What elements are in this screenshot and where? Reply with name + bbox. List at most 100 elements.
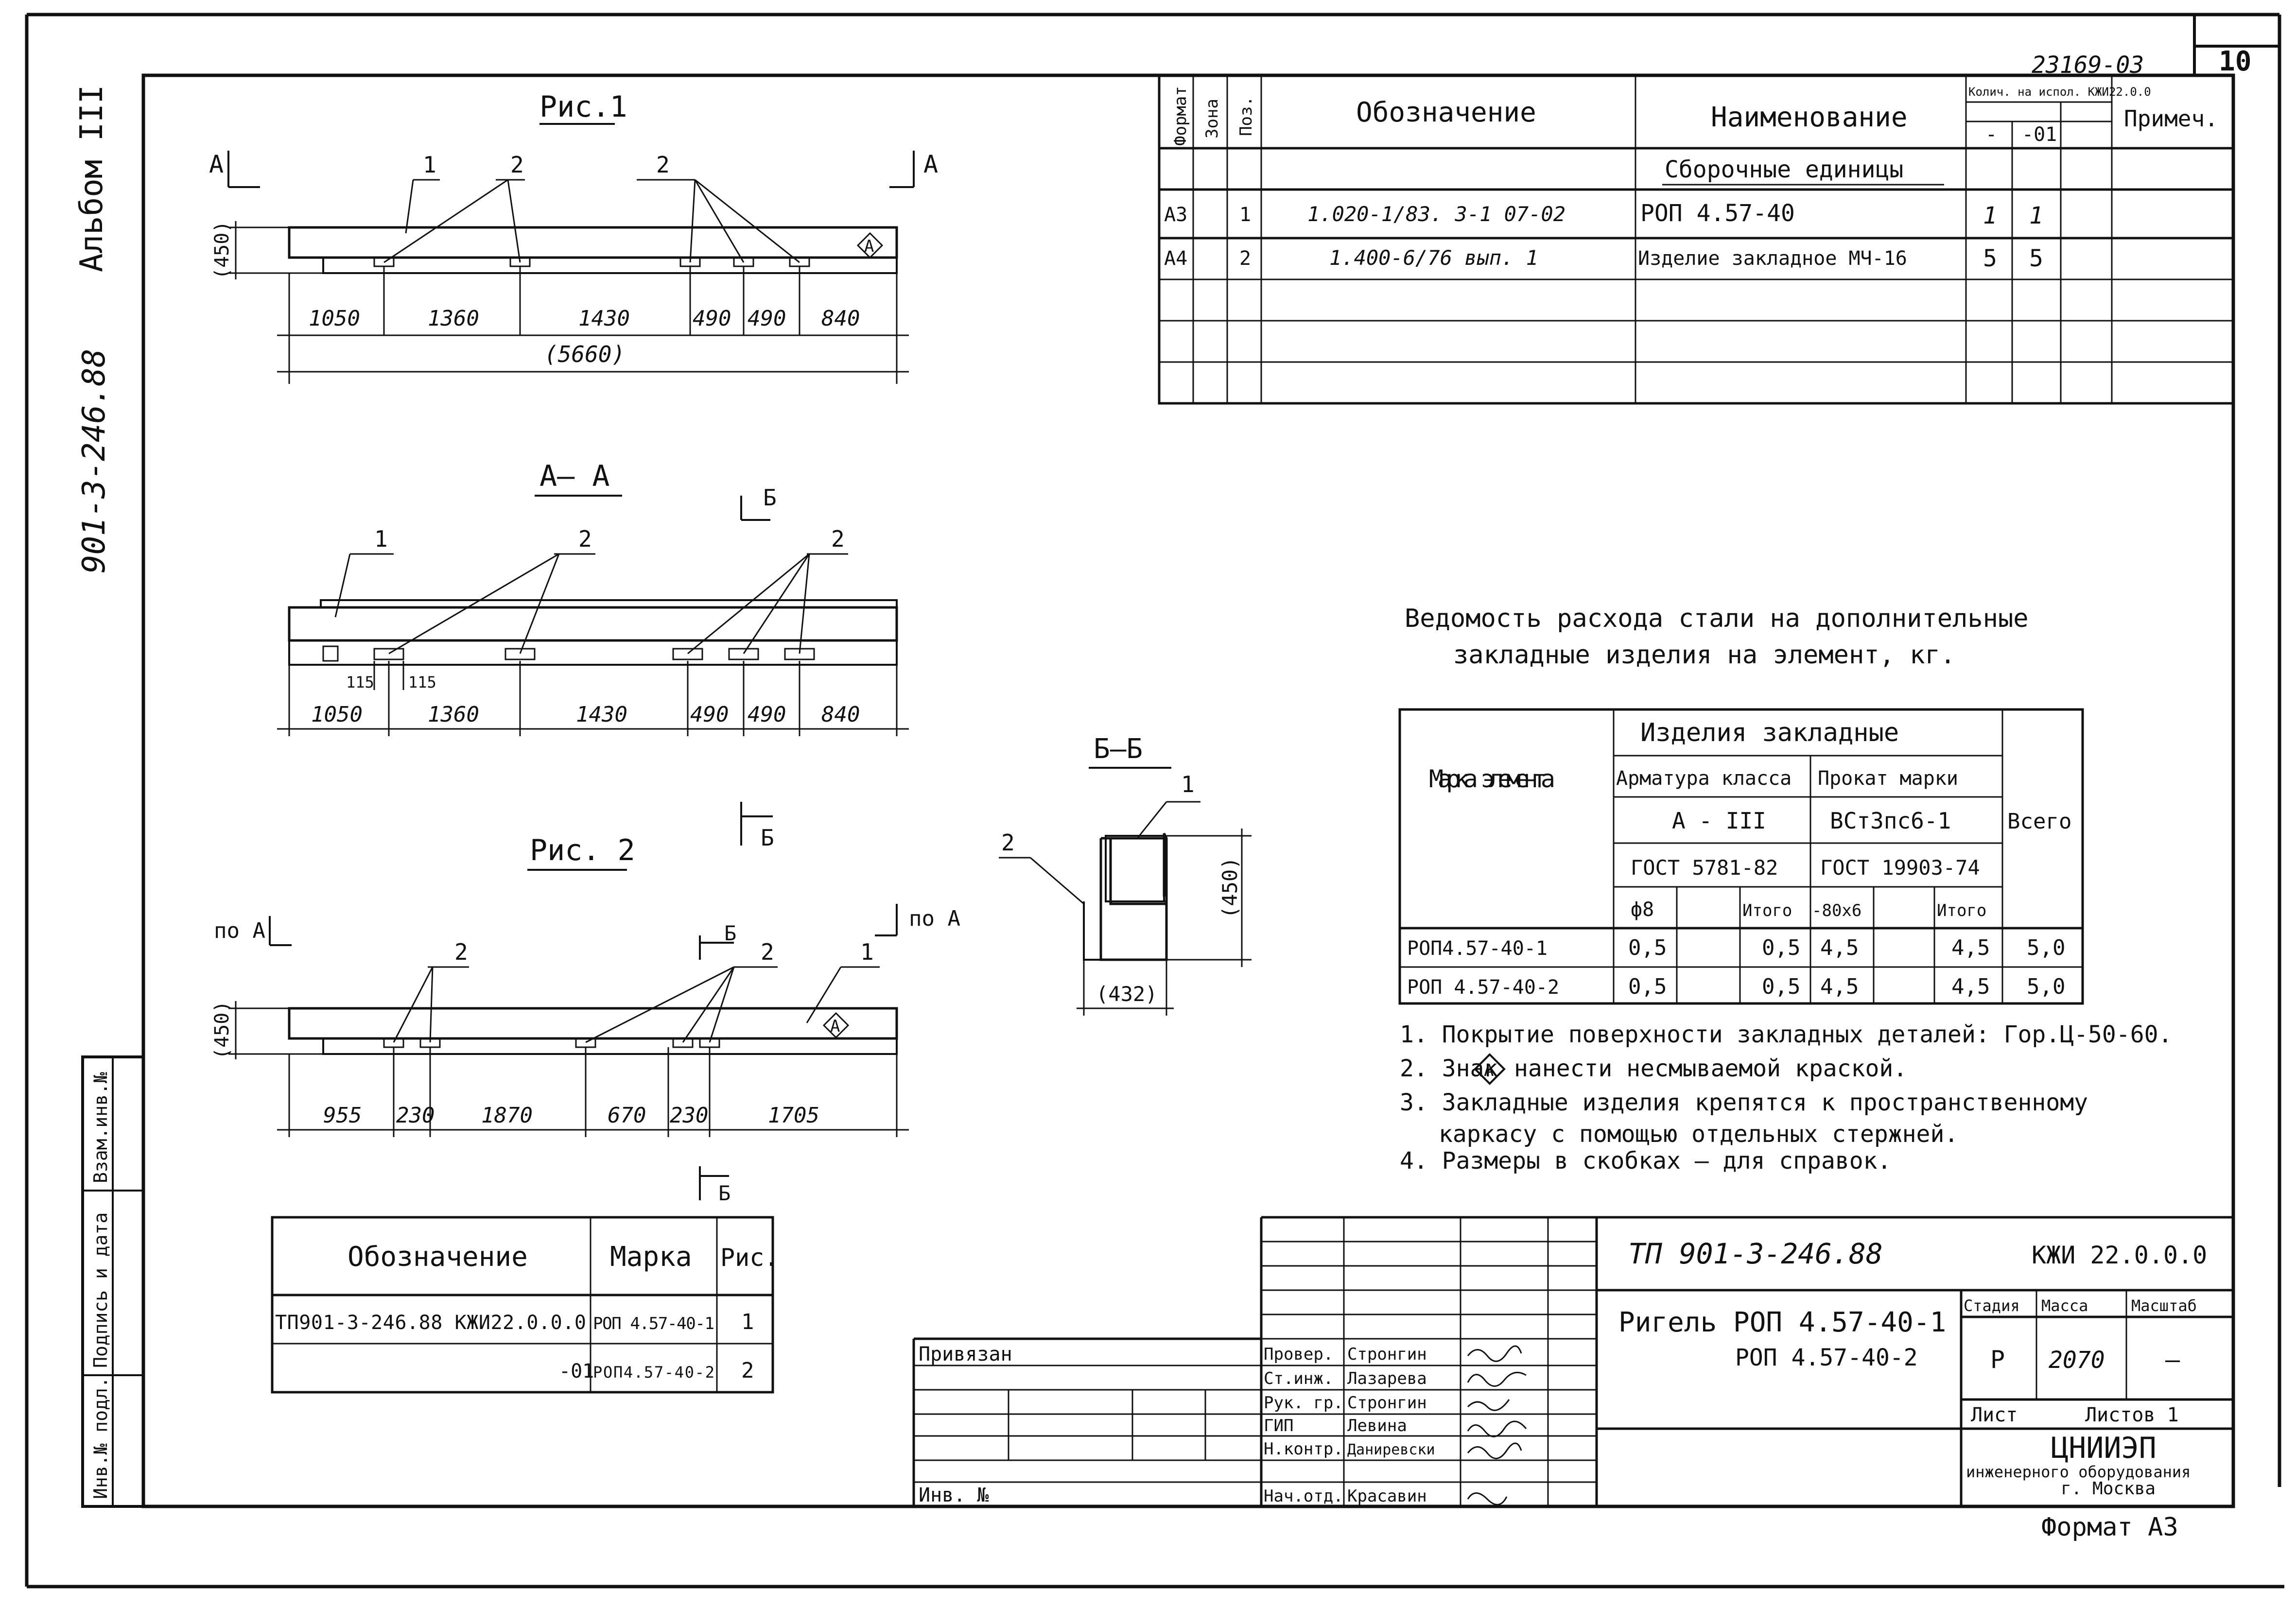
section-bb-profile [1099, 832, 1168, 961]
title-block: ТП 901-3-246.88 КЖИ 22.0.0.0 Привязан Ин… [912, 1216, 2233, 1506]
variant-row-0-mark: РОП 4.57-40-1 [593, 1314, 714, 1333]
tb-person-2: Стронгин [1347, 1393, 1427, 1413]
tb-scale-label: Масштаб [2131, 1296, 2197, 1315]
tb-role-1: Ст.инж. [1264, 1369, 1333, 1388]
strip-replace-inv: Взам.инв.№ [90, 1072, 111, 1183]
tb-name-line2: РОП 4.57-40-2 [1735, 1344, 1918, 1371]
steel-sub-d8: ф8 [1631, 899, 1654, 921]
spec-row-0-format: А3 [1164, 204, 1187, 226]
left-approval-strip: Инв.№ подл. Подпись и дата Взам.инв.№ [81, 1055, 145, 1508]
section-aa-dim-5: 840 [821, 702, 860, 727]
steel-row-0-d8: 0,5 [1628, 935, 1667, 960]
section-aa-small-dim-0: 115 [346, 673, 374, 691]
section-bb-callout-2: 2 [1001, 829, 1015, 856]
fig2-beam [288, 1007, 898, 1040]
variant-row-1-designation: -01 [559, 1360, 594, 1382]
spec-row-0-name: РОП 4.57-40 [1640, 200, 1795, 227]
spec-header-qty-col1: - [1985, 123, 1997, 146]
tb-person-3: Левина [1347, 1416, 1407, 1435]
steel-row-1-it2: 4,5 [1951, 974, 1990, 999]
steel-title-line1: Ведомость расхода стали на дополнительны… [1405, 604, 2029, 633]
fig2-embedded-plates [383, 1037, 720, 1048]
variant-header-fig: Рис. [720, 1244, 779, 1272]
steel-row-0-mark: РОП4.57-40-1 [1407, 937, 1548, 960]
section-bb-width-dim: (432) [1096, 982, 1157, 1006]
spec-row-1-designation: 1.400-6/76 вып. 1 [1329, 246, 1538, 270]
tb-signatures [1467, 1345, 1527, 1505]
steel-row-0-total: 5,0 [2027, 935, 2065, 960]
spec-row-0-designation: 1.020-1/83. 3-1 07-02 [1307, 202, 1565, 226]
fig1-dim-2: 1430 [578, 306, 630, 331]
note-2-diamond [1474, 1053, 1506, 1085]
tb-org-line1: ЦНИИЭП [2051, 1431, 2157, 1465]
fig1-total-dim: (5660) [544, 341, 625, 367]
tb-role-4: Н.контр. [1264, 1439, 1343, 1459]
note-2-start: 2. Знак [1400, 1055, 1498, 1082]
spec-row-1-pos: 2 [1239, 247, 1251, 270]
strip-inv-orig: Инв.№ подл. [90, 1377, 111, 1499]
variant-table: Обозначение Марка Рис. ТП901-3-246.88 КЖ… [271, 1216, 779, 1394]
steel-table: Ведомость расхода стали на дополнительны… [1398, 604, 2084, 1005]
fig1-section-mark-right: А [923, 150, 938, 178]
spec-section-title: Сборочные единицы [1665, 156, 1903, 183]
figure-1: Рис.1 А А А 1 2 2 (45 [209, 90, 938, 384]
sheet-frame [25, 13, 2284, 1589]
spec-header-qty-col2: -01 [2022, 123, 2057, 146]
spec-row-1-q2: 5 [2029, 245, 2043, 272]
album-label: Альбом III [74, 85, 110, 272]
fig2-po-a-left: по А [214, 918, 265, 943]
spec-header-name: Наименование [1711, 102, 1908, 133]
fig1-height-dim: (450) [211, 221, 233, 279]
fig1-dim-3: 490 [693, 306, 731, 331]
fig2-mark-a-letter: А [830, 1017, 840, 1036]
tb-inv-no: Инв. № [919, 1484, 989, 1506]
spec-row-1-format: А4 [1164, 247, 1187, 270]
tb-name-line1: Ригель РОП 4.57-40-1 [1618, 1307, 1946, 1338]
tb-project: ТП 901-3-246.88 [1628, 1237, 1883, 1270]
steel-header-rolled: Прокат марки [1818, 767, 1958, 790]
spec-header-pos: Поз. [1236, 96, 1256, 136]
fig1-section-mark-left: А [209, 150, 224, 178]
variant-header-mark: Марка [610, 1241, 692, 1273]
section-aa-dim-1: 1360 [428, 702, 479, 727]
section-aa-beam-lower [288, 639, 898, 666]
notes: 1. Покрытие поверхности закладных детале… [1400, 1021, 2172, 1175]
steel-title-line2: закладные изделия на элемент, кг. [1453, 640, 1955, 670]
fig1-beam-lower [322, 257, 898, 274]
steel-header-items: Изделия закладные [1640, 718, 1899, 747]
steel-header-rebar: Арматура класса [1616, 767, 1792, 790]
fig1-mark-a-letter: А [864, 237, 874, 256]
steel-rolled-gost: ГОСТ 19903-74 [1820, 856, 1980, 880]
tb-role-3: ГИП [1264, 1416, 1293, 1435]
section-bb-title: Б–Б [1094, 733, 1143, 765]
variant-row-0-designation: ТП901-3-246.88 КЖИ22.0.0.0 [275, 1312, 586, 1334]
variant-row-1-fig: 2 [741, 1358, 754, 1383]
fig1-callout-1: 1 [423, 152, 436, 178]
fig1-callout-2a: 2 [510, 152, 524, 178]
note-2-diamond-letter: А [1484, 1061, 1494, 1080]
fig1-title: Рис.1 [539, 90, 627, 124]
spec-header-note: Примеч. [2124, 105, 2218, 132]
fig2-dim-4: 230 [670, 1103, 708, 1128]
steel-row-1-it1: 0,5 [1762, 974, 1800, 999]
note-1: 1. Покрытие поверхности закладных детале… [1400, 1021, 2172, 1048]
fig2-po-a-right: по А [909, 906, 960, 931]
spec-table: Формат Зона Поз. Обозначение Наименовани… [1158, 74, 2235, 405]
fig2-dim-1: 230 [396, 1103, 435, 1128]
steel-row-1-d8: 0,5 [1628, 974, 1667, 999]
tb-doc-code: КЖИ 22.0.0.0 [2032, 1241, 2207, 1269]
section-aa-beam [288, 606, 898, 642]
fig2-section-mark: Б [724, 921, 736, 945]
tb-privyazan: Привязан [919, 1343, 1012, 1365]
spec-row-1-q1: 5 [1983, 245, 1997, 272]
section-a-a: А– А Б 1 2 2 [277, 459, 909, 851]
section-aa-callout-2a: 2 [578, 526, 592, 552]
section-aa-callout-2b: 2 [831, 526, 845, 552]
section-aa-plates [322, 645, 815, 662]
steel-rebar-gost: ГОСТ 5781-82 [1631, 856, 1778, 880]
fig1-beam [288, 226, 898, 259]
section-aa-dim-0: 1050 [311, 702, 363, 727]
section-aa-dim-4: 490 [748, 702, 786, 727]
spec-header-format: Формат [1171, 86, 1190, 146]
